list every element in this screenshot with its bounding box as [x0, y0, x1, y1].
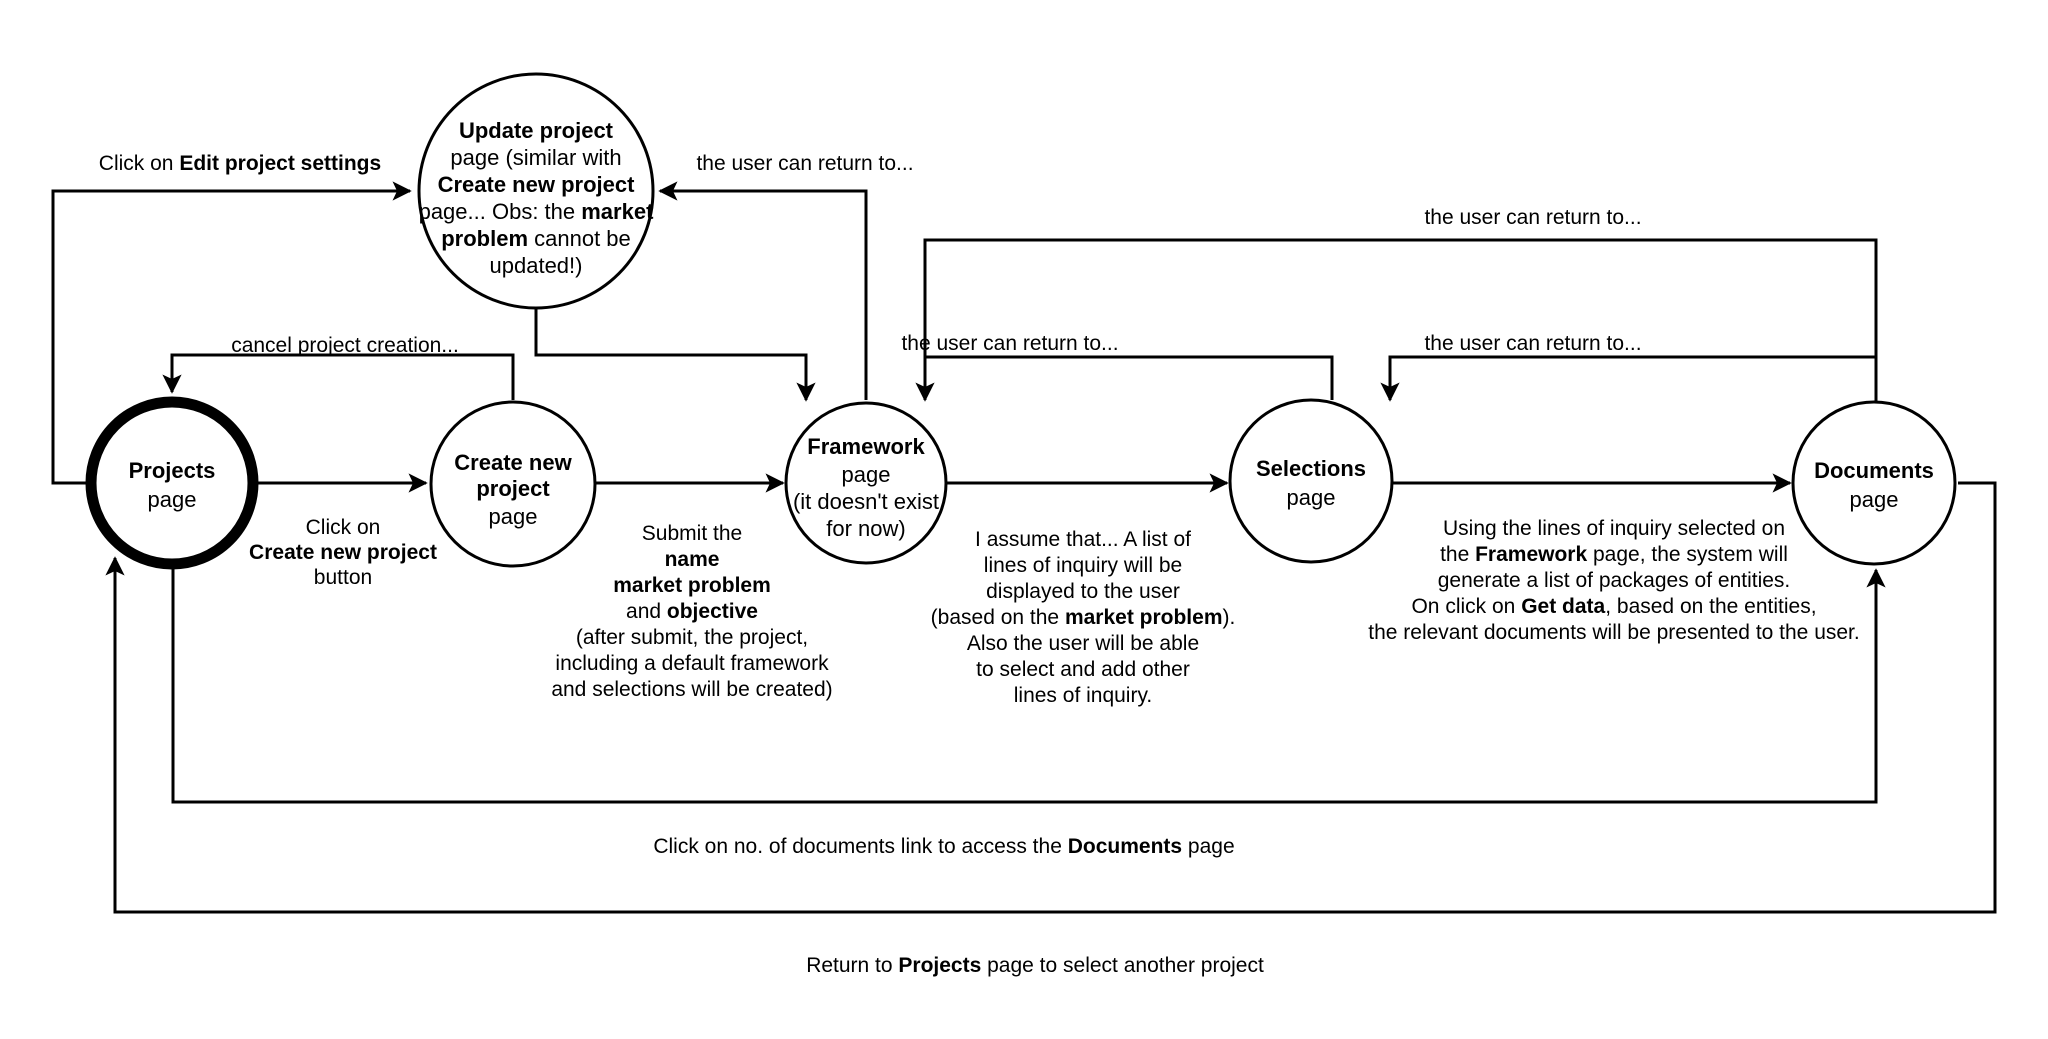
projects-title: Projects — [129, 458, 216, 483]
note-submit-l4: and objective — [626, 600, 758, 623]
label-documents-link-b: Documents — [1068, 835, 1182, 858]
selections-circle[interactable] — [1228, 398, 1394, 564]
node-selections[interactable]: Selections page — [1228, 398, 1394, 564]
update-project-line5b: cannot be — [528, 226, 631, 251]
label-return-projects-a: Return to — [806, 954, 898, 977]
label-documents-link: Click on no. of documents link to access… — [653, 835, 1234, 858]
edge-framework-to-update-project — [658, 181, 868, 400]
node-documents[interactable]: Documents page — [1791, 400, 1957, 566]
label-return-to-framework-top: the user can return to... — [696, 152, 913, 175]
framework-note1: (it doesn't exist — [793, 489, 939, 514]
projects-subtitle: page — [148, 487, 197, 512]
projects-circle[interactable] — [85, 396, 259, 570]
framework-subtitle: page — [842, 462, 891, 487]
note-selections-l5: the relevant documents will be presented… — [1368, 621, 1859, 644]
node-projects[interactable]: Projects page — [85, 396, 259, 570]
label-edit-project-settings-b: Edit project settings — [179, 152, 381, 175]
edge-documents-to-selections — [1380, 355, 1878, 427]
update-project-line3: Create new project — [438, 172, 636, 197]
note-submit-l2: name — [665, 548, 720, 571]
note-framework-l5: Also the user will be able — [967, 632, 1199, 655]
label-click-create-new-project-l3: button — [314, 566, 372, 589]
note-selections-l4c: , based on the entities, — [1605, 595, 1816, 618]
note-framework-l2: lines of inquiry will be — [984, 554, 1182, 577]
update-project-line5a: problem — [441, 226, 528, 251]
note-framework-l4c: ). — [1223, 606, 1236, 629]
note-framework-l3: displayed to the user — [986, 580, 1180, 603]
edge-documents-to-framework — [923, 238, 1878, 427]
note-selections-l3: generate a list of packages of entities. — [1438, 569, 1791, 592]
note-selections-l2a: the — [1440, 543, 1475, 566]
create-new-project-subtitle: page — [489, 504, 538, 529]
label-edit-project-settings-a: Click on — [99, 152, 180, 175]
note-submit-l4a: and — [626, 600, 667, 623]
note-framework-l7: lines of inquiry. — [1014, 684, 1153, 707]
note-submit: Submit the name market problem and objec… — [551, 522, 832, 701]
framework-circle[interactable] — [784, 401, 948, 565]
framework-title: Framework — [807, 434, 925, 459]
note-selections-l4a: On click on — [1411, 595, 1521, 618]
update-project-line5: problem cannot be — [441, 226, 631, 251]
update-project-line2: page (similar with — [450, 145, 621, 170]
node-framework[interactable]: Framework page (it doesn't exist for now… — [784, 401, 948, 565]
note-submit-l5: (after submit, the project, — [576, 626, 808, 649]
note-framework-l6: to select and add other — [976, 658, 1190, 681]
create-new-project-title: Create new — [454, 450, 572, 475]
edge-projects-to-update-project — [51, 181, 412, 485]
framework-note2: for now) — [826, 516, 905, 541]
note-selections: Using the lines of inquiry selected on t… — [1368, 517, 1859, 644]
note-selections-l4: On click on Get data, based on the entit… — [1411, 595, 1816, 618]
label-return-to-selections-mid: the user can return to... — [901, 332, 1118, 355]
note-selections-l2c: page, the system will — [1587, 543, 1788, 566]
selections-title: Selections — [1256, 456, 1366, 481]
label-click-create-new-project-l2: Create new project — [249, 541, 437, 564]
note-selections-l1: Using the lines of inquiry selected on — [1443, 517, 1785, 540]
label-return-projects-c: page to select another project — [981, 954, 1264, 977]
note-framework-l1: I assume that... A list of — [975, 528, 1191, 551]
note-submit-l6: including a default framework — [555, 652, 829, 675]
label-click-create-new-project-l1: Click on — [306, 516, 381, 539]
node-update-project[interactable]: Update project page (similar with Create… — [417, 72, 655, 310]
edge-documents-to-projects — [105, 481, 1997, 914]
documents-title: Documents — [1814, 458, 1934, 483]
update-project-circle[interactable] — [417, 72, 655, 310]
update-project-line6: updated!) — [490, 253, 583, 278]
label-return-projects: Return to Projects page to select anothe… — [806, 954, 1264, 977]
note-selections-l2: the Framework page, the system will — [1440, 543, 1788, 566]
note-submit-l1: Submit the — [642, 522, 742, 545]
note-submit-l3: market problem — [613, 574, 771, 597]
edge-update-project-to-framework — [534, 308, 816, 402]
update-project-line1: Update project — [459, 118, 614, 143]
create-new-project-circle[interactable] — [429, 400, 597, 568]
note-selections-l4b: Get data — [1521, 595, 1605, 618]
label-edit-project-settings: Click on Edit project settings — [99, 152, 381, 175]
update-project-line4a: page... Obs: the — [419, 199, 582, 224]
edge-selections-to-framework — [915, 355, 1334, 402]
note-framework-l4: (based on the market problem). — [931, 606, 1236, 629]
note-submit-l7: and selections will be created) — [551, 678, 832, 701]
label-return-to-framework-from-documents: the user can return to... — [1424, 206, 1641, 229]
update-project-line4: page... Obs: the market — [419, 199, 655, 224]
label-return-to-documents-mid: the user can return to... — [1424, 332, 1641, 355]
documents-circle[interactable] — [1791, 400, 1957, 566]
node-create-new-project[interactable]: Create new project page — [429, 400, 597, 568]
selections-subtitle: page — [1287, 485, 1336, 510]
note-selections-l2b: Framework — [1475, 543, 1587, 566]
edge-framework-to-documents-link — [171, 563, 1886, 804]
label-documents-link-c: page — [1182, 835, 1235, 858]
note-framework: I assume that... A list of lines of inqu… — [931, 528, 1236, 707]
label-cancel-project-creation: cancel project creation... — [231, 334, 459, 357]
label-return-projects-b: Projects — [898, 954, 981, 977]
documents-subtitle: page — [1850, 487, 1899, 512]
note-framework-l4a: (based on the — [931, 606, 1065, 629]
note-framework-l4b: market problem — [1065, 606, 1223, 629]
create-new-project-title2: project — [476, 476, 550, 501]
label-documents-link-a: Click on no. of documents link to access… — [653, 835, 1067, 858]
update-project-line4b: market — [581, 199, 654, 224]
note-submit-l4b: objective — [667, 600, 758, 623]
edge-create-new-project-to-projects — [162, 353, 515, 400]
